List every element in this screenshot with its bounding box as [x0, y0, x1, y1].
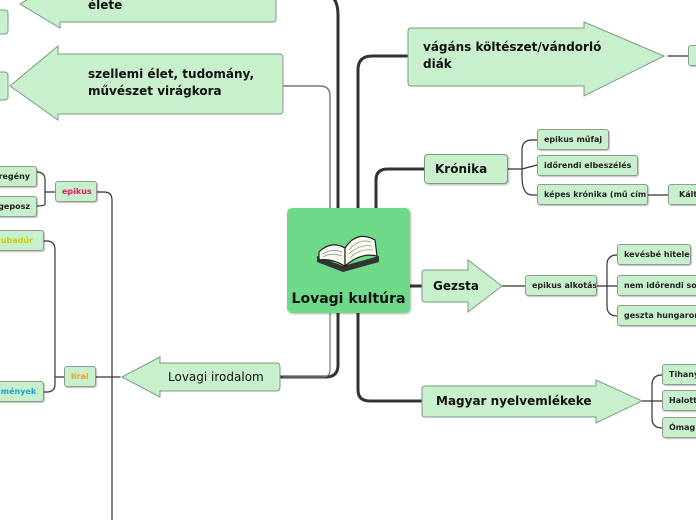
topic-gezsta[interactable]: Gezsta: [433, 279, 479, 293]
node-edge-elete-child: [0, 9, 9, 35]
connector-left-trunk-2: [282, 85, 331, 233]
node-shape-magyar: [421, 379, 644, 424]
connector-lovagi-subs: [96, 191, 121, 520]
kronika-grandchild-kalti[interactable]: Kálti: [668, 184, 696, 205]
gezsta-child-1[interactable]: kevésbé hiteles: [617, 244, 691, 265]
topic-vagans-line1[interactable]: vágáns költészet/vándorló: [423, 40, 602, 54]
topic-lovagi-irodalom[interactable]: Lovagi irodalom: [168, 370, 264, 384]
node-edge-szellemi-child: [0, 71, 9, 101]
node-vagans-child[interactable]: [688, 45, 696, 66]
topic-magyar-nyelvemlekek[interactable]: Magyar nyelvemlékeke: [436, 394, 592, 408]
topic-szellemi-line2[interactable]: művészet virágkora: [88, 84, 222, 98]
kronika-child-2[interactable]: időrendi elbeszélés: [537, 155, 639, 176]
node-shape-szellemi: [9, 44, 284, 121]
magyar-child-halott[interactable]: Halott: [662, 390, 696, 411]
central-topic-title: Lovagi kultúra: [291, 291, 406, 307]
node-shape-lovagi: [120, 356, 281, 398]
connector-lirai-children: [43, 240, 65, 393]
magyar-child-tihany[interactable]: Tihany: [662, 364, 696, 385]
subtopic-epikus[interactable]: epikus: [55, 181, 97, 202]
connector-left-trunk: [332, 0, 340, 210]
kronika-child-1[interactable]: epikus műfaj: [537, 129, 610, 150]
topic-kronika[interactable]: Krónika: [424, 154, 508, 184]
topic-vagans-line2[interactable]: diák: [423, 57, 452, 71]
topic-szellemi-line1[interactable]: szellemi élet, tudomány,: [88, 67, 254, 81]
gezsta-child-3[interactable]: geszta hungarorum: [617, 305, 696, 326]
node-shape-elete: [19, 0, 277, 29]
connector-epikus-children: [36, 171, 56, 207]
connector-right-kronika: [374, 167, 426, 210]
epikus-child-regeny[interactable]: regény: [0, 166, 37, 187]
topic-kronika-label: Krónika: [435, 162, 488, 176]
connector-kronika-children: [507, 139, 538, 196]
connector-lovagi: [278, 311, 340, 379]
node-shape-vagans: [407, 21, 666, 97]
central-topic[interactable]: Lovagi kultúra: [287, 208, 410, 313]
gezsta-child-2[interactable]: nem időrendi sor: [617, 275, 696, 296]
connector-right-magyar: [356, 311, 426, 403]
connector-right-trunk-top: [356, 54, 412, 210]
subtopic-lirai[interactable]: lírai: [64, 366, 96, 387]
lirai-child-trubadur[interactable]: trubadúr: [0, 230, 44, 251]
open-book-icon: [317, 235, 379, 272]
connector-magyar-children: [639, 374, 663, 429]
node-shape-gezsta: [421, 258, 503, 314]
connector-gezsta-children: [596, 254, 618, 317]
lirai-child-dmenyek[interactable]: dmények: [0, 381, 44, 402]
kronika-child-3[interactable]: képes krónika (mű cím): [537, 184, 648, 205]
connector-lovagi-thin: [282, 312, 331, 378]
epikus-child-geposz[interactable]: geposz: [0, 196, 37, 217]
magyar-child-omag[interactable]: Ómag: [662, 417, 696, 438]
gezsta-sub-epikus-alkotas[interactable]: epikus alkotás: [525, 275, 597, 296]
topic-elete[interactable]: élete: [88, 0, 123, 12]
